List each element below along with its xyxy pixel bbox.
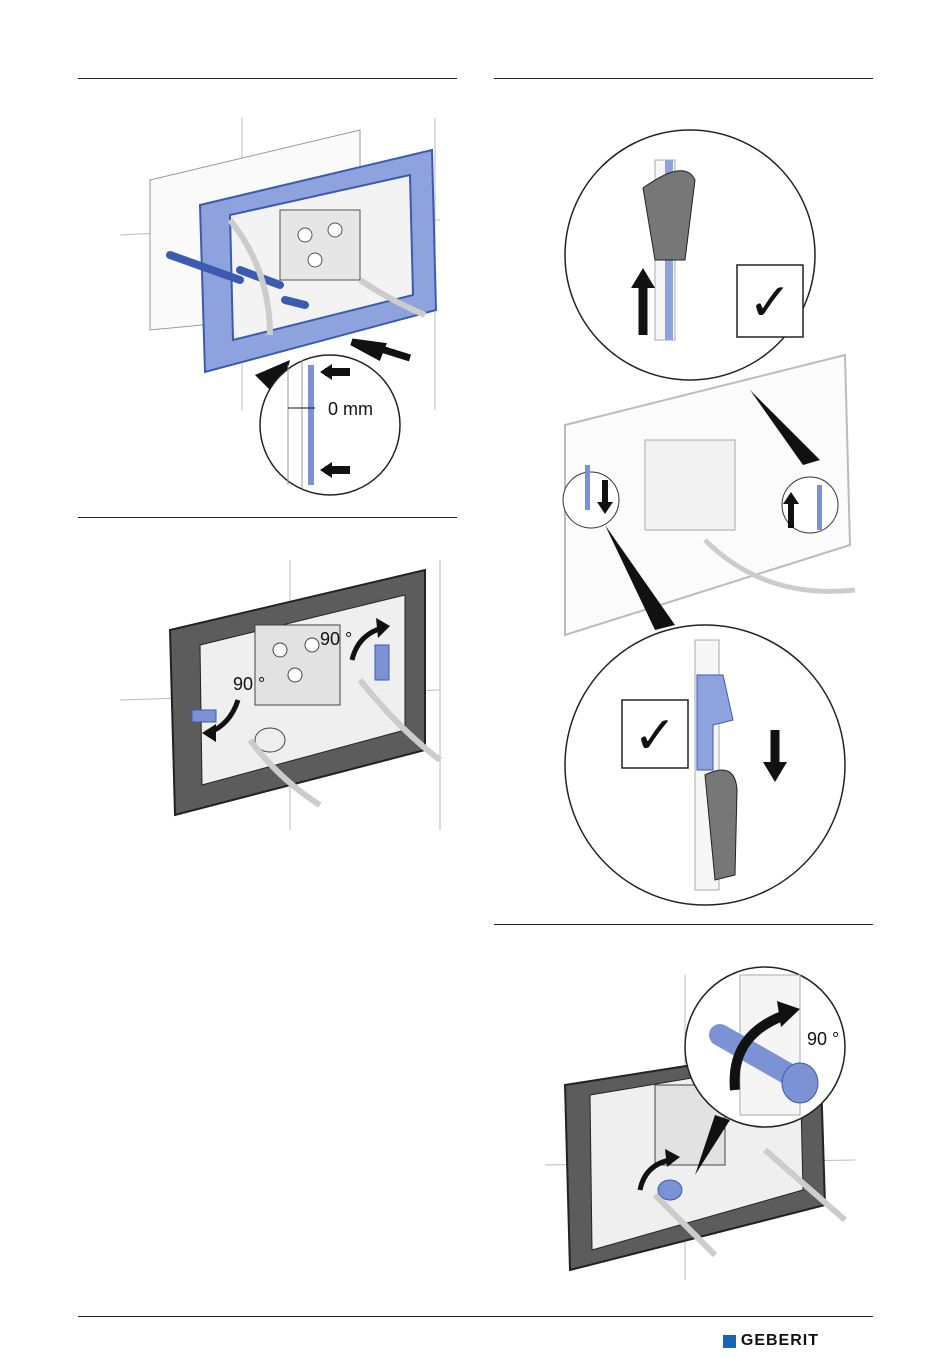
angle-right-label: 90 °: [320, 629, 352, 649]
checkmark-icon: ✓: [633, 706, 677, 766]
arrow-icon: [352, 342, 410, 358]
geberit-logo: GEBERIT: [723, 1332, 819, 1350]
gap-label: 0 mm: [328, 399, 373, 419]
rule-top-right: [494, 78, 873, 79]
angle-label: 90 °: [807, 1029, 839, 1049]
checkmark-icon: ✓: [748, 273, 792, 333]
magnifier-circle: [260, 355, 400, 495]
rule-mid-right: [494, 924, 873, 925]
rule-top-left: [78, 78, 457, 79]
brand-name: GEBERIT: [741, 1332, 819, 1350]
magnifier-circle: ✓: [565, 130, 815, 380]
figure-lever-check: ✓ ✓: [545, 120, 875, 910]
logo-square-icon: [723, 1335, 736, 1348]
rule-footer: [78, 1316, 873, 1317]
figure-frame-install: 0 mm: [120, 110, 450, 500]
figure-knob-rotate: 90 °: [545, 965, 865, 1285]
magnifier-circle: ✓: [565, 625, 845, 905]
angle-left-label: 90 °: [233, 674, 265, 694]
rule-mid-left: [78, 517, 457, 518]
figure-frame-rotate: 90 ° 90 °: [120, 550, 460, 840]
